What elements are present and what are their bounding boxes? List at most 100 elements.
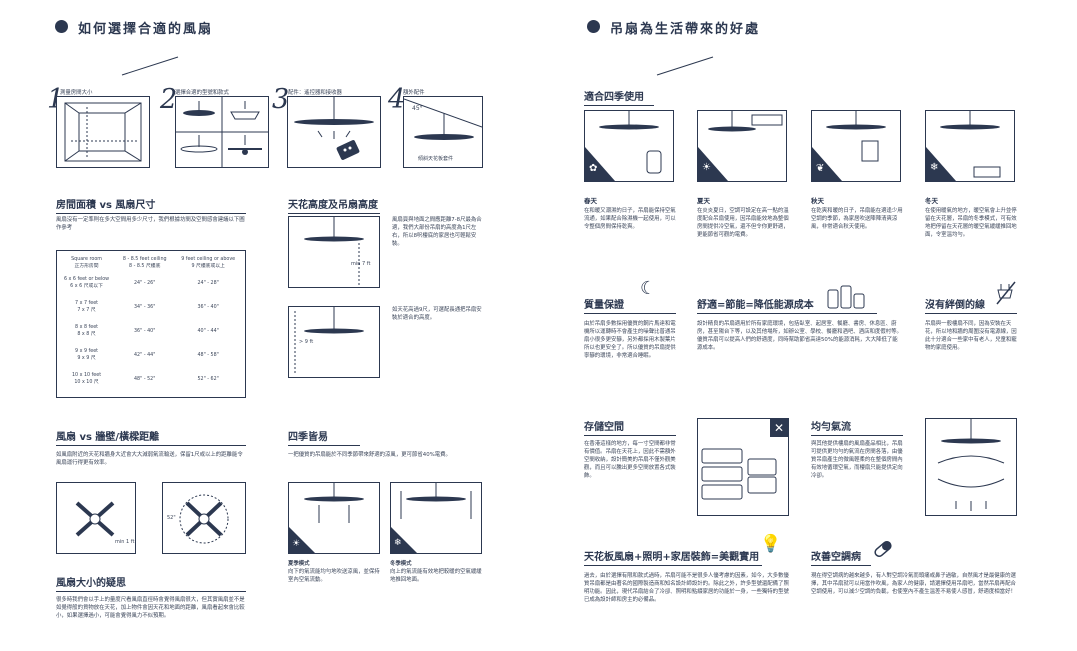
min-distance-label: min 1 ft [115, 539, 135, 545]
snowflake-icon: ❄ [930, 162, 939, 173]
table-row: 8 x 8 feet 8 x 8 尺 36" - 40" 40" - 44" [57, 319, 243, 343]
fan-size-myth-title: 風扇大小的疑思 [56, 574, 246, 592]
spring-title: 春天 [584, 197, 597, 205]
sun-icon: ☀ [292, 539, 301, 549]
remote-illustration [287, 96, 381, 168]
table-cell: 8 x 8 feet 8 x 8 尺 [75, 325, 99, 337]
energy-saving-title: 舒適=節能=降低能源成本 [697, 296, 877, 314]
ceiling-diagram-1: min 7 ft [288, 216, 380, 288]
lighting-title: 天花板風扇+照明+家居裝飾=美觀實用 [584, 548, 762, 566]
even-airflow-title: 均勻氣流 [811, 418, 903, 436]
summer-diagram: ☀ [697, 110, 787, 182]
room-illustration [56, 96, 150, 168]
plug-off-icon [996, 281, 1016, 305]
fan-size-myth-text: 很多時我們會以手上的量度尺看風扇直徑時會覺得風扇很大，但其實風扇並不是如覺得般的… [56, 597, 245, 619]
header-dot [587, 20, 600, 33]
table-header-cell: Square room 正方形房間 [71, 257, 102, 269]
ceiling-height-title: 天花高度及吊扇高度 [288, 196, 380, 214]
left-header: 如何選擇合適的風扇 [78, 22, 214, 37]
energy-saving-text: 設計精良的吊扇適用於所有家庭環境，包括臥室、起居室、餐廳、書房、休息區、廚房，甚… [697, 321, 902, 351]
summer-title: 夏天 [697, 197, 710, 205]
airflow-illustration [925, 418, 1017, 516]
header-dot [55, 20, 68, 33]
four-seasons-title: 適合四季使用 [584, 88, 654, 106]
table-header-cell: 8 - 8.5 feet ceiling 8 - 8.5 尺樓底 [122, 257, 167, 269]
fan-topview-icon [75, 501, 115, 537]
table-cell: 48" - 52" [134, 376, 156, 382]
lighting-text: 過去，由於選擇有限和款式過時，吊扇可能不是很多人優考慮的因素，如今，大多數優質吊… [584, 573, 789, 603]
no-cord-title: 沒有絆倒的線 [925, 296, 1017, 314]
slope-kit-illustration: 45° 傾斜天花板套件 [403, 96, 483, 168]
table-cell: 24" - 28" [197, 280, 219, 286]
storage-boxes-icon [701, 448, 777, 500]
seasons-easy-title: 四季皆易 [288, 428, 360, 446]
autumn-text: 在乾爽和暖的日子，吊扇能在適逢少用空調的季節，為家居吹送陣陣清爽涼風，非常適合秋… [811, 208, 903, 230]
size-table-grid: Square room 正方形房間 8 - 8.5 feet ceiling 8… [57, 255, 243, 391]
table-row: 6 x 6 feet or below 6 x 6 尺或以下 24" - 26" 2… [57, 271, 243, 295]
winter-mode-diagram: ❄ [390, 482, 482, 554]
pill-icon [874, 541, 892, 557]
table-cell: 34" - 36" [134, 304, 156, 310]
spring-fan-icon [585, 111, 662, 181]
spring-diagram: ✿ [584, 110, 674, 182]
ceiling-fan-icon [304, 217, 364, 285]
summer-airflow-icon [289, 483, 364, 553]
step-3-number: 3 [272, 84, 290, 115]
right-header: 吊扇為生活帶來的好處 [610, 22, 761, 37]
slope-kit-caption: 傾斜天花板套件 [418, 156, 454, 162]
step-4-number: 4 [388, 84, 406, 115]
table-cell: 24" - 26" [134, 280, 156, 286]
size-table: Square room 正方形房間 8 - 8.5 feet ceiling 8… [56, 250, 246, 398]
wall-diagram-2: 52" [162, 482, 246, 554]
table-cell: 36" - 40" [134, 328, 156, 334]
storage-illustration: ✕ [697, 418, 789, 516]
diameter-label: 52" [167, 515, 176, 521]
winter-diagram: ❄ [925, 110, 1015, 182]
spring-text: 在和暖又潮濕的日子，吊扇能保持空氣流通，如果配合除濕機一起使用，可以令整個房間保… [584, 208, 676, 230]
quality-title: 質量保證 [584, 296, 676, 314]
ceiling-text-1: 風扇頁與地面之間應距離7-8尺最為合適，我們大部份吊扇的高度為1尺左右，所以8呎… [392, 217, 482, 247]
table-cell: 9 x 9 feet 9 x 9 尺 [75, 349, 99, 361]
step-4-label: 額外配件 [403, 90, 425, 96]
storage-text: 在香港這樣的地方，每一寸空間都非常有價值。吊扇在天花上，因此不需額外空間收納，設… [584, 441, 676, 479]
downrod-fan-icon [294, 307, 364, 375]
winter-text: 在使用暖氣的地方，暖空氣會上升並停留在天花層，吊扇的冬季模式，可有效地把停留在天… [925, 208, 1017, 238]
winter-mode-title: 冬季模式 [390, 561, 412, 567]
health-text: 現在得空調病的越來越多，有人對空調冷氣而頭痛或鼻子過敏，自然風才是最健康的選擇，… [811, 573, 1016, 595]
summer-mode-title: 夏季模式 [288, 561, 310, 567]
leaf-icon: ❦ [816, 163, 825, 174]
table-cell: 6 x 6 feet or below 6 x 6 尺或以下 [63, 277, 110, 289]
quality-text: 由於吊扇多數採用優質的鋼片馬達和電機所以運轉時不會產生的噪聲比普通吊扇小很多更安… [584, 321, 676, 359]
winter-title: 冬天 [925, 197, 938, 205]
table-cell: 10 x 10 feet 10 x 10 尺 [71, 373, 102, 385]
room-size-title: 房間面積 vs 風扇尺寸 [56, 196, 246, 214]
remote-icon [294, 97, 374, 160]
header-line [656, 56, 714, 76]
step-3-label: 配件：遙控器和接收器 [288, 90, 342, 96]
winter-fan-icon [926, 111, 1001, 181]
table-cell: 7 x 7 feet 7 x 7 尺 [75, 301, 99, 313]
snowflake-icon: ❄ [394, 538, 402, 548]
storage-title: 存儲空間 [584, 418, 676, 436]
summer-fan-icon [698, 111, 783, 181]
airflow-fan-icon [937, 419, 1005, 511]
slope-ceiling-icon [404, 98, 482, 140]
even-airflow-text: 與其他提供樓扇的風扇產品相比，吊扇可提供更均勻的氣流在房間各落，由優質吊扇產生的… [811, 441, 903, 479]
autumn-title: 秋天 [811, 197, 824, 205]
room-size-text: 風扇沒有一定準則在多大空間用多少尺寸，我們根據坊間及空間感會建議以下圖作參考 [56, 217, 245, 231]
wall-distance-title: 風扇 vs 牆壁/橫樑距離 [56, 428, 246, 446]
seasons-easy-text: 一把優質的吊扇能於不同季節帶來舒適的涼風，更可節省40%電費。 [288, 452, 451, 458]
summer-text: 在炎炎夏日，空調可設定在高一點的溫度配合吊扇使用，因吊扇能效地為整個房間提供冷空… [697, 208, 789, 238]
autumn-fan-icon [812, 111, 886, 181]
table-cell: 40" - 44" [197, 328, 219, 334]
summer-mode-text: 向下的氣流能均勻地吹送涼風，並保持室內空氣流動。 [288, 569, 380, 583]
health-title: 改善空調病 [811, 548, 871, 566]
fan-diameter-icon [179, 494, 229, 544]
sun-icon: ☀ [702, 162, 711, 173]
wall-distance-text: 如風扇附近的天花和牆身大近會大大減弱氣流輸送，保留1尺或以上的距離能令風扇運行得… [56, 452, 243, 466]
header-line [121, 56, 179, 76]
table-header-row: Square room 正方形房間 8 - 8.5 feet ceiling 8… [57, 255, 243, 271]
